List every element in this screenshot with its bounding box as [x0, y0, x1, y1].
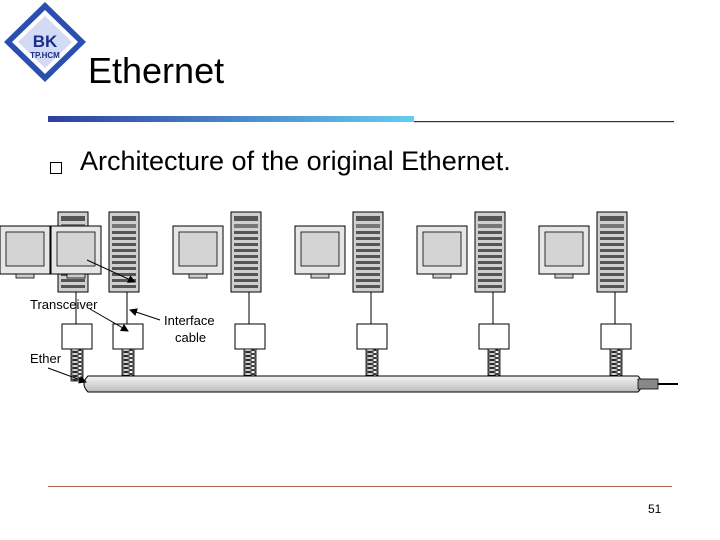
label-cable: cable [175, 330, 206, 345]
footer-rule [48, 486, 672, 487]
label-transceiver: Transceiver [30, 297, 98, 312]
ether-cable [83, 375, 678, 393]
logo-text-city: TP.HCM [30, 51, 60, 60]
transceiver-coil [70, 348, 84, 382]
label-ether: Ether [30, 351, 62, 366]
bk-logo: BK TP.HCM [4, 2, 86, 82]
ethernet-diagram: Transceiver Interface cable Ether [0, 211, 678, 393]
station-5 [538, 211, 632, 382]
logo-text-bk: BK [33, 32, 58, 51]
bullet-text: Architecture of the original Ethernet. [80, 146, 511, 176]
station-4 [416, 211, 510, 382]
transceiver-box [61, 323, 93, 350]
monitor-icon [0, 225, 51, 279]
page-number: 51 [648, 502, 662, 516]
label-interface: Interface [164, 313, 215, 328]
slide-title: Ethernet [88, 50, 225, 91]
title-rule [48, 116, 674, 123]
station-3 [294, 211, 388, 382]
bullet-marker [50, 162, 62, 174]
station-2 [172, 211, 266, 382]
